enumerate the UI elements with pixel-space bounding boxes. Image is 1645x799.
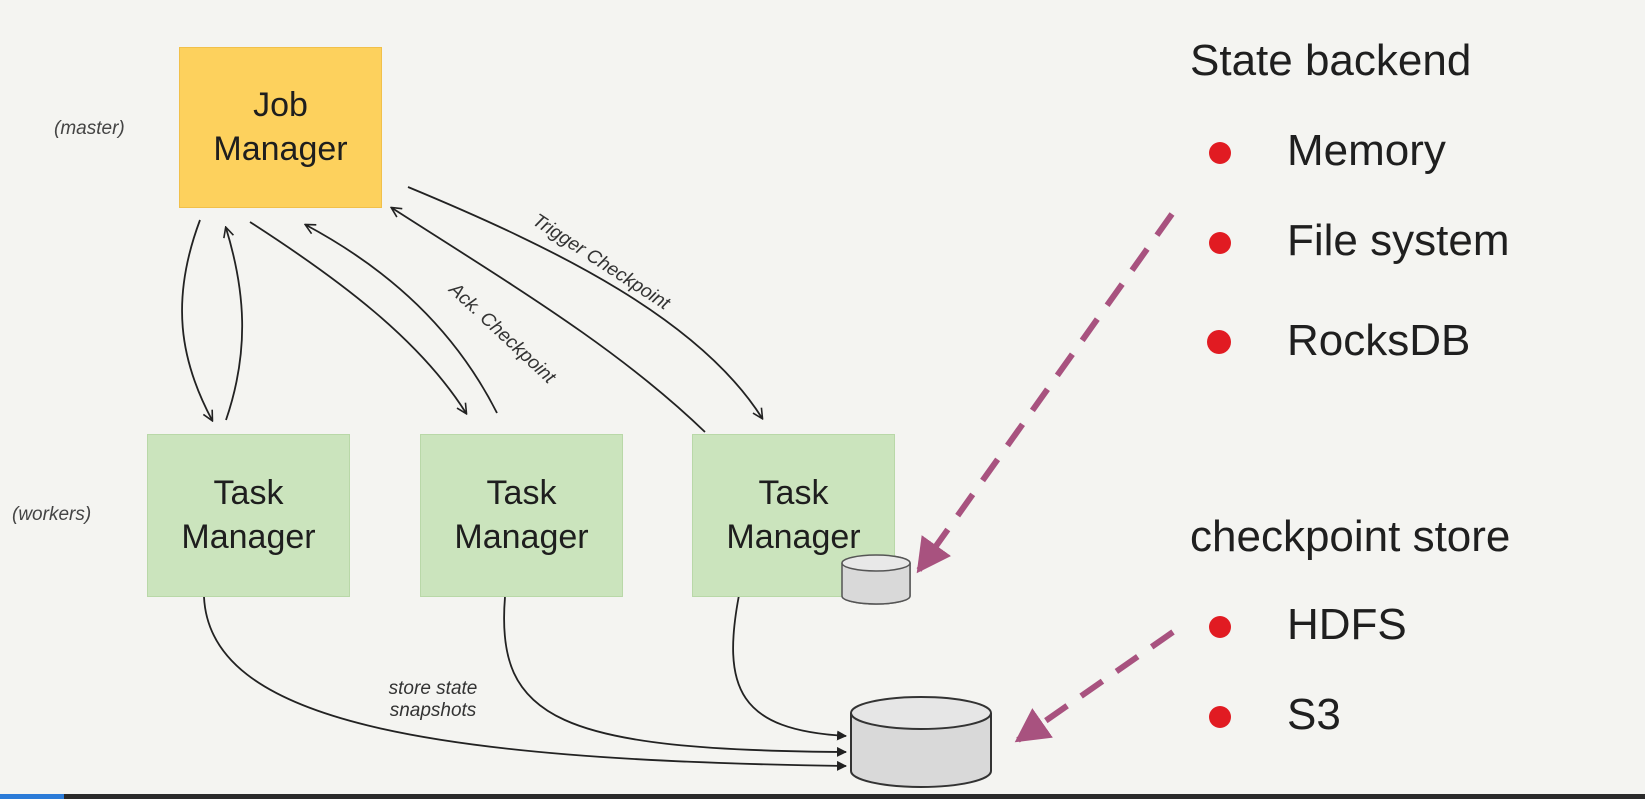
job-manager-label-line2: Manager [213, 129, 348, 168]
bullet-icon [1209, 706, 1231, 728]
tm2-store-arrow [503, 596, 847, 757]
master-role-label: (master) [54, 118, 125, 139]
task-manager-1-line2: Manager [181, 517, 316, 556]
jm-to-tm1-arrow [181, 219, 212, 420]
store-label-line1: store state [388, 678, 478, 699]
trigger-checkpoint-arrow [407, 186, 762, 418]
legend-item-memory: Memory [1287, 126, 1446, 175]
checkpoint-store-dashed-arrow [1014, 629, 1175, 743]
ack-checkpoint-arrow [392, 208, 706, 433]
tm2-to-jm-arrow [306, 225, 498, 414]
legend-item-hdfs: HDFS [1287, 600, 1407, 649]
bullet-icon [1209, 142, 1231, 164]
jm-to-tm2-arrow [249, 221, 466, 413]
task-manager-box-3: Task Manager [692, 434, 895, 597]
tm1-to-jm-arrow [226, 228, 244, 421]
task-manager-2-line2: Manager [454, 517, 589, 556]
checkpoint-store-title: checkpoint store [1190, 512, 1511, 561]
bullet-icon [1209, 616, 1231, 638]
bullet-icon [1209, 232, 1231, 254]
store-label-line2: snapshots [389, 700, 477, 721]
job-manager-box: Job Manager [179, 47, 382, 208]
task-manager-box-2: Task Manager [420, 434, 623, 597]
state-backend-title: State backend [1190, 36, 1472, 85]
bullet-icon [1207, 330, 1231, 354]
legend-item-s3: S3 [1287, 690, 1341, 739]
bottom-bar [0, 794, 1645, 799]
tm3-store-arrow [732, 589, 847, 741]
task-manager-3-line2: Manager [726, 517, 861, 556]
store-state-snapshots-label: store state snapshots [368, 678, 498, 722]
checkpoint-store-cylinder [850, 696, 992, 788]
bottom-bar-accent [0, 794, 64, 799]
job-manager-label-line1: Job [253, 85, 308, 124]
task-manager-box-1: Task Manager [147, 434, 350, 597]
workers-role-label: (workers) [12, 504, 92, 525]
task-manager-1-line1: Task [213, 473, 284, 512]
task-manager-2-line1: Task [486, 473, 557, 512]
task-manager-3-line1: Task [758, 473, 829, 512]
legend-item-rocksdb: RocksDB [1287, 316, 1471, 365]
tm1-store-arrow [203, 596, 847, 771]
legend-item-file-system: File system [1287, 216, 1510, 265]
state-backend-dashed-arrow [916, 212, 1175, 574]
